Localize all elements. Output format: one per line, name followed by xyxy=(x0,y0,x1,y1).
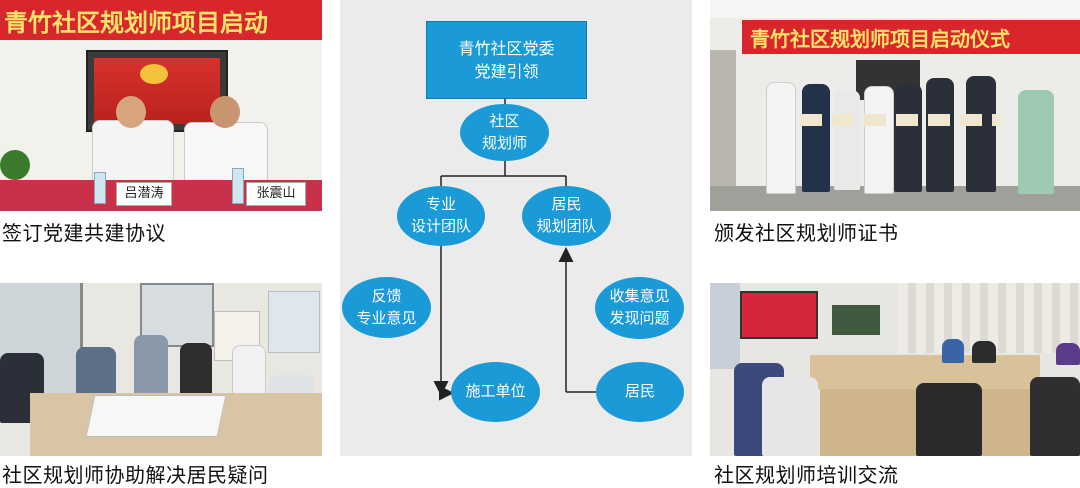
node-residents: 居民 xyxy=(596,362,684,422)
node-feedback: 反馈 专业意见 xyxy=(342,277,431,338)
nameplate-right: 张震山 xyxy=(246,182,306,206)
node-text: 居民 xyxy=(624,382,655,401)
node-text: 社区 xyxy=(489,111,520,130)
nameplate-left: 吕潜涛 xyxy=(116,182,172,206)
node-text: 设计团队 xyxy=(410,217,471,235)
node-text: 收集意见 xyxy=(609,287,670,306)
node-text: 规划团队 xyxy=(536,217,597,235)
node-text: 发现问题 xyxy=(609,309,670,327)
photo-training xyxy=(710,283,1080,456)
drawings xyxy=(85,395,227,437)
certificates xyxy=(800,114,1000,126)
node-text: 反馈 xyxy=(371,286,402,305)
doorway xyxy=(710,50,736,211)
caption-signing: 签订党建共建协议 xyxy=(2,221,166,245)
diagram-panel: 青竹社区党委 党建引领 社区 规划师 专业 设计团队 居民 规划团队 反馈 专业… xyxy=(340,0,692,456)
presentation-screen xyxy=(740,291,818,339)
water-bottle xyxy=(232,168,244,204)
photo-signing: 青竹社区规划师项目启动 吕潜涛 张震山 xyxy=(0,0,322,211)
photo-banner: 青竹社区规划师项目启动 xyxy=(0,0,322,40)
node-party-committee: 青竹社区党委 党建引领 xyxy=(426,21,587,99)
node-community-planner: 社区 规划师 xyxy=(460,104,549,161)
whiteboard xyxy=(832,305,880,335)
window-curtain xyxy=(710,283,740,369)
node-text: 施工单位 xyxy=(465,382,526,401)
wall-screen xyxy=(86,50,228,132)
plant xyxy=(0,150,30,180)
ceiling xyxy=(710,0,1080,18)
diagram-connectors xyxy=(433,97,596,401)
photo-banner: 青竹社区规划师项目启动仪式 xyxy=(742,20,1080,54)
photo-assist-residents xyxy=(0,283,322,456)
node-collect-opinions: 收集意见 发现问题 xyxy=(595,277,684,339)
caption-assist-residents: 社区规划师协助解决居民疑问 xyxy=(2,463,269,487)
node-text: 居民 xyxy=(551,195,582,214)
water-bottle xyxy=(94,172,106,204)
node-construction-unit: 施工单位 xyxy=(451,362,540,422)
node-text: 专业意见 xyxy=(356,308,417,327)
node-text: 规划师 xyxy=(481,133,527,152)
node-text: 党建引领 xyxy=(474,62,539,81)
caption-certificates: 颁发社区规划师证书 xyxy=(714,221,899,245)
node-text: 专业 xyxy=(425,195,456,214)
caption-training: 社区规划师培训交流 xyxy=(714,463,899,487)
node-design-team: 专业 设计团队 xyxy=(397,186,485,246)
node-resident-planning-team: 居民 规划团队 xyxy=(522,186,611,246)
notice-board xyxy=(268,291,320,353)
node-text: 青竹社区党委 xyxy=(458,38,555,58)
photo-certificates: 青竹社区规划师项目启动仪式 xyxy=(710,0,1080,211)
